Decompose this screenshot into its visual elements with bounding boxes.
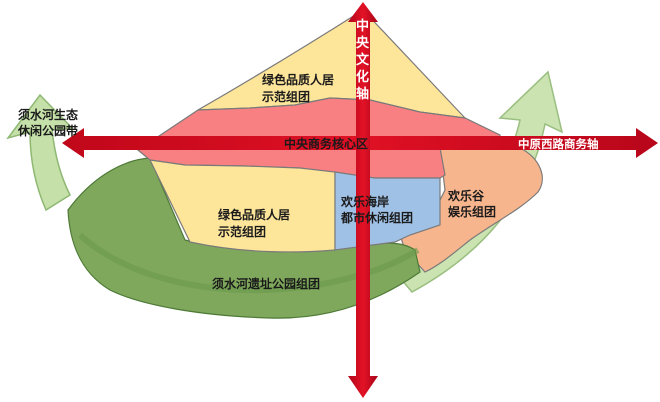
label-coast-leisure-2: 都市休闲组团 <box>340 210 413 225</box>
label-valley-entertainment-1: 欢乐谷 <box>447 188 485 203</box>
eco-belt-left-arrow <box>6 93 74 212</box>
label-culture-axis-char-1: 中 <box>356 18 369 34</box>
label-green-quality-south-2: 示范组团 <box>217 224 266 239</box>
zone-valley-entertainment <box>399 147 543 273</box>
zone-green-quality-south <box>148 159 336 253</box>
label-central-business: 中央商务核心区 <box>284 136 368 151</box>
label-culture-axis-char-3: 文 <box>356 52 370 68</box>
label-green-quality-north-1: 绿色品质人居 <box>262 72 334 87</box>
culture-axis-arrow <box>348 2 378 398</box>
label-valley-entertainment-2: 娱乐组团 <box>448 204 496 219</box>
label-business-axis: 中原西路商务轴 <box>518 137 599 151</box>
label-eco-belt-2: 休闲公园带 <box>17 123 78 138</box>
label-culture-axis-char-5: 轴 <box>356 86 369 102</box>
river-park-arc <box>77 232 420 294</box>
label-eco-belt-1: 须水河生态 <box>18 107 78 122</box>
label-green-quality-north-2: 示范组团 <box>261 89 310 104</box>
label-coast-leisure-1: 欢乐海岸 <box>340 194 389 209</box>
label-culture-axis-char-4: 化 <box>356 69 369 85</box>
label-green-quality-south-1: 绿色品质人居 <box>218 207 290 222</box>
label-river-park: 须水河遗址公园组团 <box>212 276 320 291</box>
label-culture-axis-char-2: 央 <box>356 35 370 51</box>
